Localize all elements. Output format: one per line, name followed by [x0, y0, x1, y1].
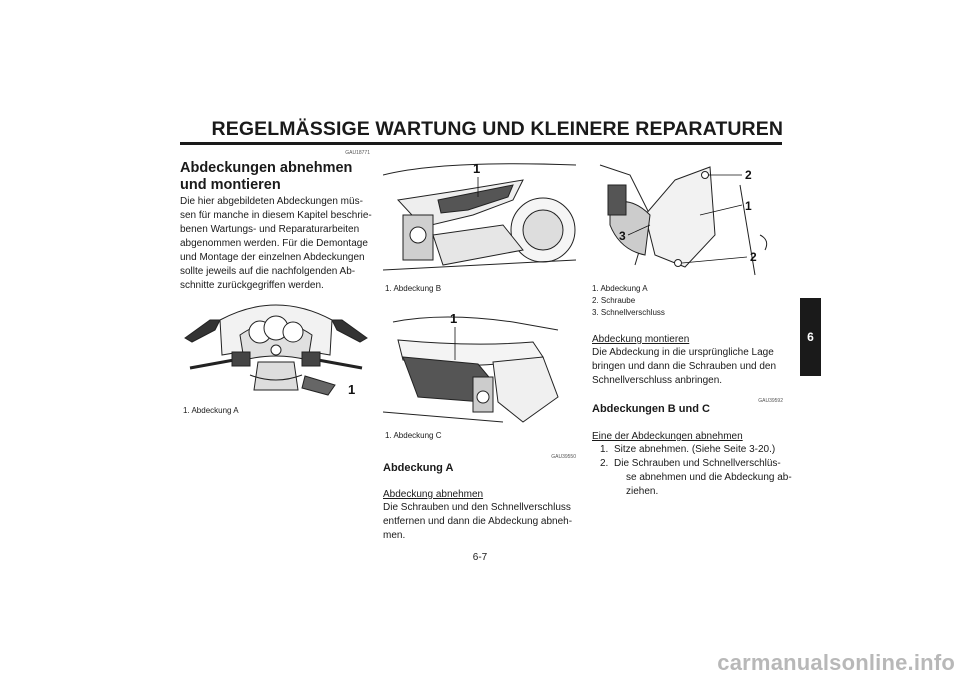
watermark: carmanualsonline.info: [717, 650, 955, 675]
figure-cover-c: 1: [383, 302, 576, 427]
intro-text: Die hier abgebildeten Abdeckungen müs- s…: [180, 196, 372, 291]
chapter-tab: 6: [800, 298, 821, 376]
figure-caption: 1. Abdeckung A: [183, 406, 239, 415]
figure-cover-a-detail: 2 1 3 2: [590, 155, 780, 280]
reference-code: GAU39592: [758, 398, 783, 404]
page-title: REGELMÄSSIGE WARTUNG UND KLEINERE REPARA…: [211, 118, 783, 140]
procedure-text: Die Abdeckung in die ursprüngliche Lage …: [592, 347, 777, 386]
figure-callout: 2: [750, 250, 757, 264]
subsection-heading: Abdeckungen B und C: [592, 403, 710, 415]
procedure-steps: 1. Sitze abnehmen. (Siehe Seite 3-20.) 2…: [592, 443, 792, 499]
figure-callout: 2: [745, 168, 752, 182]
procedure-heading: Eine der Abdeckungen abnehmen: [592, 431, 743, 442]
procedure-text: Die Schrauben und den Schnellverschluss …: [383, 502, 573, 541]
figure-cover-b: 1: [383, 155, 576, 280]
figure-callout: 1: [348, 382, 355, 397]
reference-code: GAU18771: [345, 150, 370, 156]
figure-caption: 1. Abdeckung B: [385, 284, 442, 293]
header-rule: [180, 142, 782, 145]
procedure-heading: Abdeckung montieren: [592, 334, 690, 345]
figure-cover-a: 1: [180, 290, 372, 400]
list-item: 1. Sitze abnehmen. (Siehe Seite 3-20.): [600, 444, 776, 455]
figure-callout: 3: [619, 229, 626, 243]
subsection-heading: Abdeckung A: [383, 462, 454, 474]
figure-captions: 1. Abdeckung A 2. Schraube 3. Schnellver…: [592, 284, 665, 317]
figure-caption: 1. Abdeckung C: [385, 431, 442, 440]
figure-callout: 1: [473, 161, 480, 176]
reference-code: GAU39550: [551, 454, 576, 460]
section-heading: Abdeckungen abnehmen und montieren: [180, 160, 353, 193]
figure-callout: 1: [745, 199, 752, 213]
figure-callout: 1: [450, 311, 457, 326]
page-number: 6-7: [472, 552, 488, 563]
list-item: 2. Die Schrauben und Schnellverschlüs- s…: [600, 458, 792, 497]
procedure-heading: Abdeckung abnehmen: [383, 489, 484, 500]
